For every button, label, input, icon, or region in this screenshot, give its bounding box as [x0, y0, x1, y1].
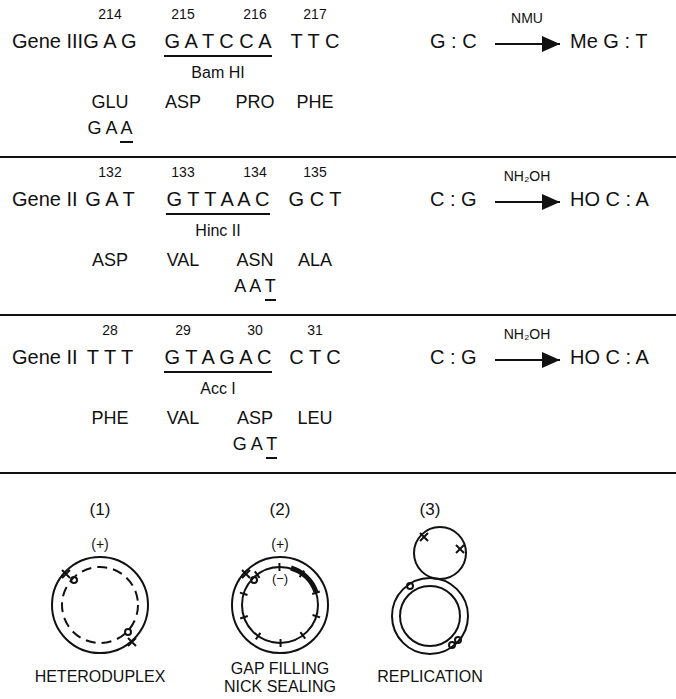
codon-sequence: G A G: [83, 30, 136, 53]
daughter-inner: [400, 586, 460, 646]
amino-acid: ASP: [165, 92, 201, 113]
underline: [120, 141, 132, 143]
mutagen-name: NH₂OH: [504, 168, 551, 184]
replicating-loop: [414, 527, 466, 579]
mismatch-marks: [62, 570, 136, 646]
position-number: 132: [98, 164, 121, 180]
underline: [164, 55, 271, 57]
reaction-arrow: [495, 201, 560, 203]
mutant-codon: A A T: [234, 276, 276, 297]
underline: [164, 371, 271, 373]
strand-sign: (+): [271, 536, 289, 552]
step-number: (3): [420, 500, 441, 520]
amino-acid: VAL: [167, 250, 200, 271]
site-sequence: G A T C C A: [164, 30, 271, 53]
amino-acid: ASP: [92, 250, 128, 271]
base-pair: G : C: [430, 30, 477, 53]
position-number: 134: [243, 164, 266, 180]
enzyme-name: Acc I: [200, 380, 236, 398]
codon-sequence: G A T: [85, 188, 135, 211]
position-number: 217: [303, 6, 326, 22]
plus-strand: [52, 557, 148, 653]
step-caption: HETERODUPLEX: [35, 668, 166, 686]
divider: [0, 472, 676, 474]
position-number: 215: [171, 6, 194, 22]
codon-sequence: C T C: [289, 346, 341, 369]
mutant-codon: G A T: [233, 434, 278, 455]
base-pair: C : G: [430, 346, 477, 369]
gene-name: Gene III: [12, 30, 83, 53]
amino-acid: ASP: [237, 408, 273, 429]
step-caption: REPLICATION: [377, 668, 483, 686]
amino-acid: PHE: [91, 408, 128, 429]
nick-tick: [240, 563, 320, 647]
mutant-pair: HO C : A: [570, 188, 649, 211]
amino-acid: PHE: [296, 92, 333, 113]
mutagen-name: NH₂OH: [504, 326, 551, 342]
amino-acid: ALA: [298, 250, 332, 271]
enzyme-name: Bam HI: [191, 64, 244, 82]
step-caption: GAP FILLING NICK SEALING: [210, 660, 350, 697]
mutant-codon: G A A: [87, 118, 132, 139]
codon-sequence: G C T: [289, 188, 342, 211]
site-sequence: G T A G A C: [164, 346, 271, 369]
enzyme-name: Hinc II: [195, 222, 240, 240]
step-number: (2): [270, 500, 291, 520]
daughter-circle: [392, 578, 468, 654]
position-number: 31: [307, 322, 323, 338]
plus-strand: [232, 557, 328, 653]
mismatch-marks: [420, 533, 464, 553]
codon-sequence: T T C: [291, 30, 340, 53]
underline: [265, 299, 276, 301]
divider: [0, 156, 676, 158]
position-number: 29: [175, 322, 191, 338]
divider: [0, 314, 676, 316]
underline: [166, 213, 269, 215]
minus-strand: [242, 567, 318, 643]
strand-sign: (−): [272, 572, 288, 587]
position-number: 135: [303, 164, 326, 180]
gene-name: Gene II: [12, 188, 78, 211]
strand-sign: (+): [91, 536, 109, 552]
step-number: (1): [90, 500, 111, 520]
position-number: 133: [171, 164, 194, 180]
amino-acid: LEU: [297, 408, 332, 429]
underline: [266, 457, 277, 459]
position-number: 28: [102, 322, 118, 338]
gene-name: Gene II: [12, 346, 78, 369]
position-number: 216: [243, 6, 266, 22]
base-pair: C : G: [430, 188, 477, 211]
position-number: 214: [98, 6, 121, 22]
reaction-arrow: [495, 359, 560, 361]
mutagen-name: NMU: [511, 10, 543, 26]
amino-acid: GLU: [91, 92, 128, 113]
amino-acid: ASN: [236, 250, 273, 271]
amino-acid: PRO: [235, 92, 274, 113]
position-number: 30: [247, 322, 263, 338]
mutant-pair: HO C : A: [570, 346, 649, 369]
minus-fragments: [62, 567, 138, 643]
mismatch-marks: [242, 570, 250, 578]
amino-acid: VAL: [167, 408, 200, 429]
reaction-arrow: [495, 43, 560, 45]
site-sequence: G T T A A C: [166, 188, 269, 211]
mutant-pair: Me G : T: [570, 30, 647, 53]
nick-ticks: [240, 563, 320, 647]
codon-sequence: T T T: [87, 346, 133, 369]
